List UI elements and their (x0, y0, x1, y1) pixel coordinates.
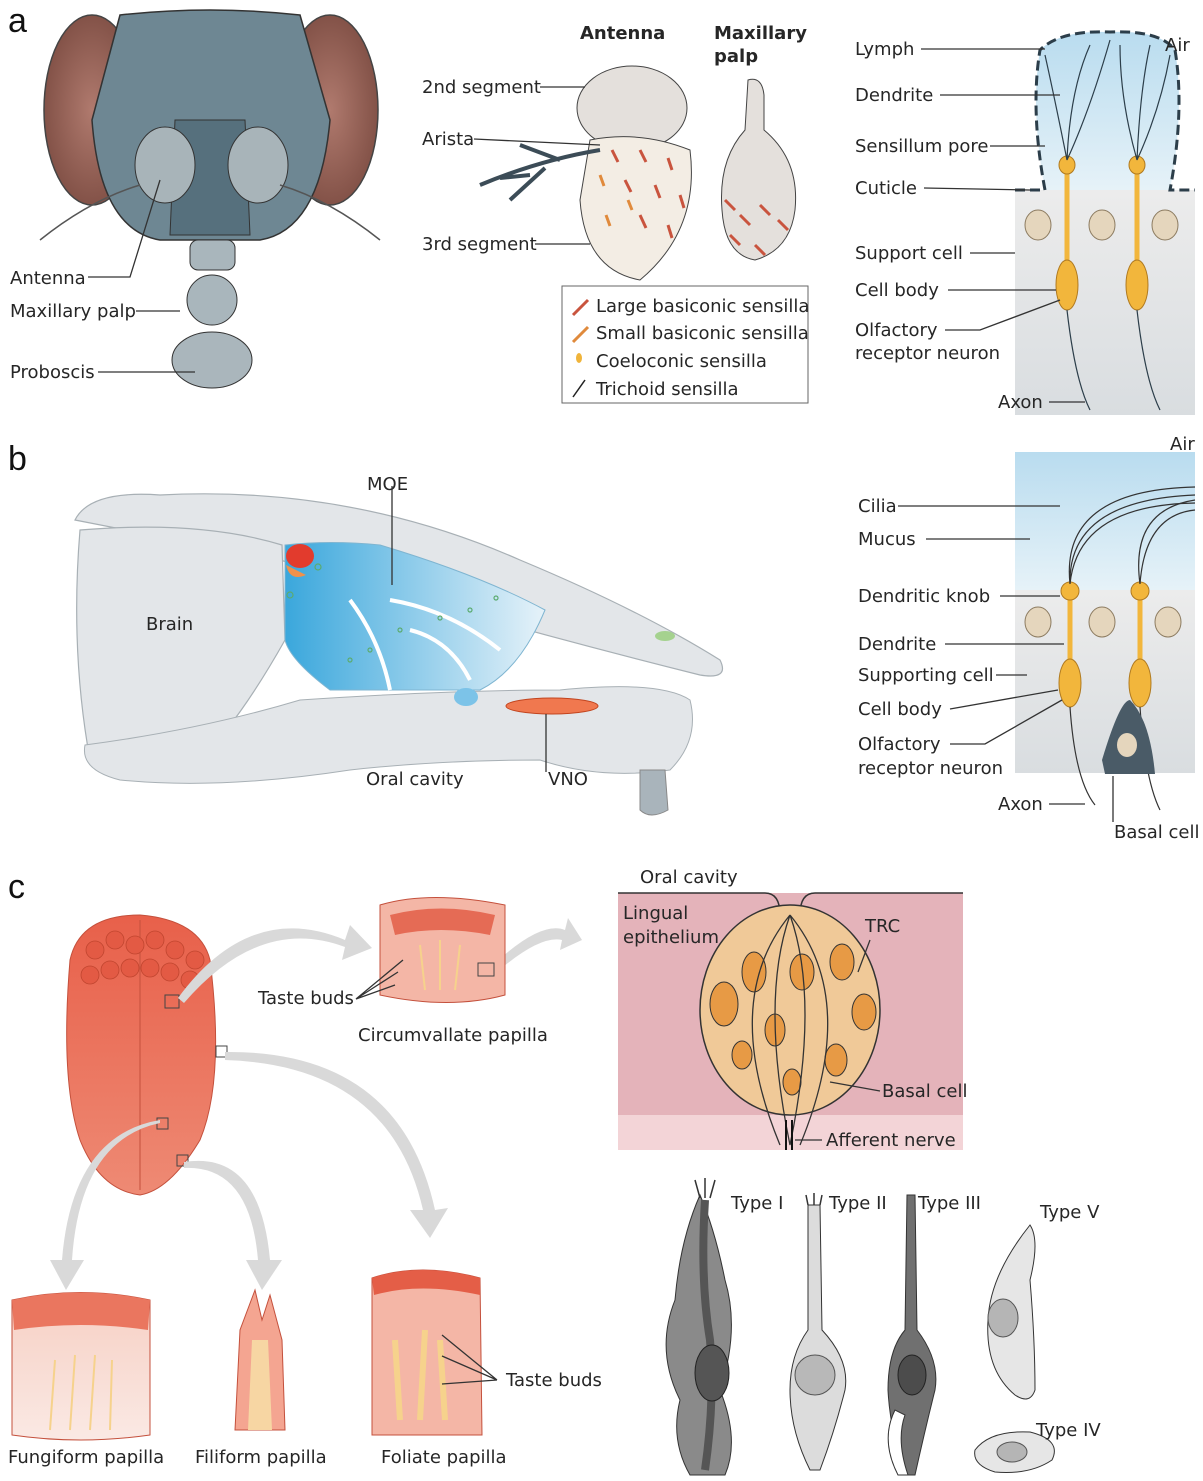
type-label-4: Type IV (1035, 1420, 1101, 1441)
sensilla-legend: Large basiconic sensilla Small basiconic… (562, 286, 809, 403)
label-maxillary-palp: Maxillary palp (10, 301, 136, 322)
sensillum-diagram (1015, 32, 1195, 415)
taste-cell-type-v (988, 1225, 1035, 1399)
bud-label-lingual-1: Lingual (623, 903, 688, 924)
foliate-papilla-illustration (372, 1270, 482, 1435)
sensillum-label-support-cell: Support cell (855, 243, 963, 264)
legend-label-large: Large basiconic sensilla (596, 296, 809, 317)
sensillum-label-dendrite: Dendrite (855, 85, 933, 106)
epithelium-label-basal-cell: Basal cell (1114, 822, 1199, 843)
taste-cell-type-ii (790, 1193, 846, 1470)
label-2nd-segment: 2nd segment (422, 77, 541, 98)
sensillum-label-cell-body: Cell body (855, 280, 939, 301)
epithelium-label-axon: Axon (998, 794, 1043, 815)
sensillum-label-orn-2: receptor neuron (855, 343, 1000, 364)
legend-label-small: Small basiconic sensilla (596, 323, 809, 344)
taste-cell-type-i (666, 1178, 731, 1475)
label-filiform-papilla: Filiform papilla (195, 1447, 327, 1468)
antenna-title: Antenna (580, 23, 665, 44)
panel-label-a: a (8, 2, 27, 40)
label-antenna: Antenna (10, 268, 86, 289)
bud-label-oral-cavity: Oral cavity (640, 867, 738, 888)
label-fungiform-papilla: Fungiform papilla (8, 1447, 164, 1468)
label-3rd-segment: 3rd segment (422, 234, 537, 255)
label-brain: Brain (146, 614, 193, 635)
type-label-1: Type I (730, 1193, 783, 1214)
sensillum-label-axon: Axon (998, 392, 1043, 413)
sensillum-label-pore: Sensillum pore (855, 136, 988, 157)
maxpalp-title-2: palp (714, 46, 758, 67)
legend-label-trichoid: Trichoid sensilla (595, 379, 739, 400)
panel-label-b: b (8, 440, 27, 478)
sensillum-label-orn-1: Olfactory (855, 320, 938, 341)
label-circumvallate-papilla: Circumvallate papilla (358, 1025, 548, 1046)
epithelium-label-knob: Dendritic knob (858, 586, 990, 607)
label-taste-buds-top: Taste buds (257, 988, 354, 1009)
circumvallate-papilla-illustration (380, 898, 505, 1003)
label-proboscis: Proboscis (10, 362, 95, 383)
taste-cell-type-iii (888, 1195, 936, 1475)
sensillum-label-air: Air (1165, 35, 1190, 56)
label-foliate-papilla: Foliate papilla (381, 1447, 507, 1468)
type-label-5: Type V (1039, 1202, 1100, 1223)
bud-label-trc: TRC (864, 916, 900, 937)
legend-label-coeloconic: Coeloconic sensilla (596, 351, 767, 372)
legend-swatch-coeloconic (576, 353, 582, 363)
epithelium-label-cell-body: Cell body (858, 699, 942, 720)
bud-label-basal-cell: Basal cell (882, 1081, 967, 1102)
epithelium-label-cilia: Cilia (858, 496, 897, 517)
mouse-head-section (75, 494, 723, 815)
epithelium-label-dendrite: Dendrite (858, 634, 936, 655)
bud-label-lingual-2: epithelium (623, 927, 719, 948)
filiform-papilla-illustration (235, 1290, 285, 1430)
epithelium-label-mucus: Mucus (858, 529, 916, 550)
panel-label-c: c (8, 868, 25, 906)
label-vno: VNO (548, 769, 588, 790)
epithelium-label-air: Air (1170, 434, 1195, 455)
epithelium-label-orn-1: Olfactory (858, 734, 941, 755)
label-taste-buds-side: Taste buds (505, 1370, 602, 1391)
epithelium-label-orn-2: receptor neuron (858, 758, 1003, 779)
sensillum-label-lymph: Lymph (855, 39, 914, 60)
type-label-2: Type II (828, 1193, 887, 1214)
bud-label-afferent-nerve: Afferent nerve (826, 1130, 956, 1151)
type-label-3: Type III (917, 1193, 981, 1214)
maxpalp-title-1: Maxillary (714, 23, 807, 44)
label-moe: MOE (367, 474, 408, 495)
sensillum-label-cuticle: Cuticle (855, 178, 917, 199)
label-arista: Arista (422, 129, 474, 150)
epithelium-label-supporting-cell: Supporting cell (858, 665, 994, 686)
fly-head-illustration (40, 10, 380, 388)
tongue-illustration (67, 915, 227, 1195)
maxillary-palp-illustration (721, 79, 795, 260)
fungiform-papilla-illustration (12, 1293, 150, 1441)
label-oral-cavity: Oral cavity (366, 769, 464, 790)
